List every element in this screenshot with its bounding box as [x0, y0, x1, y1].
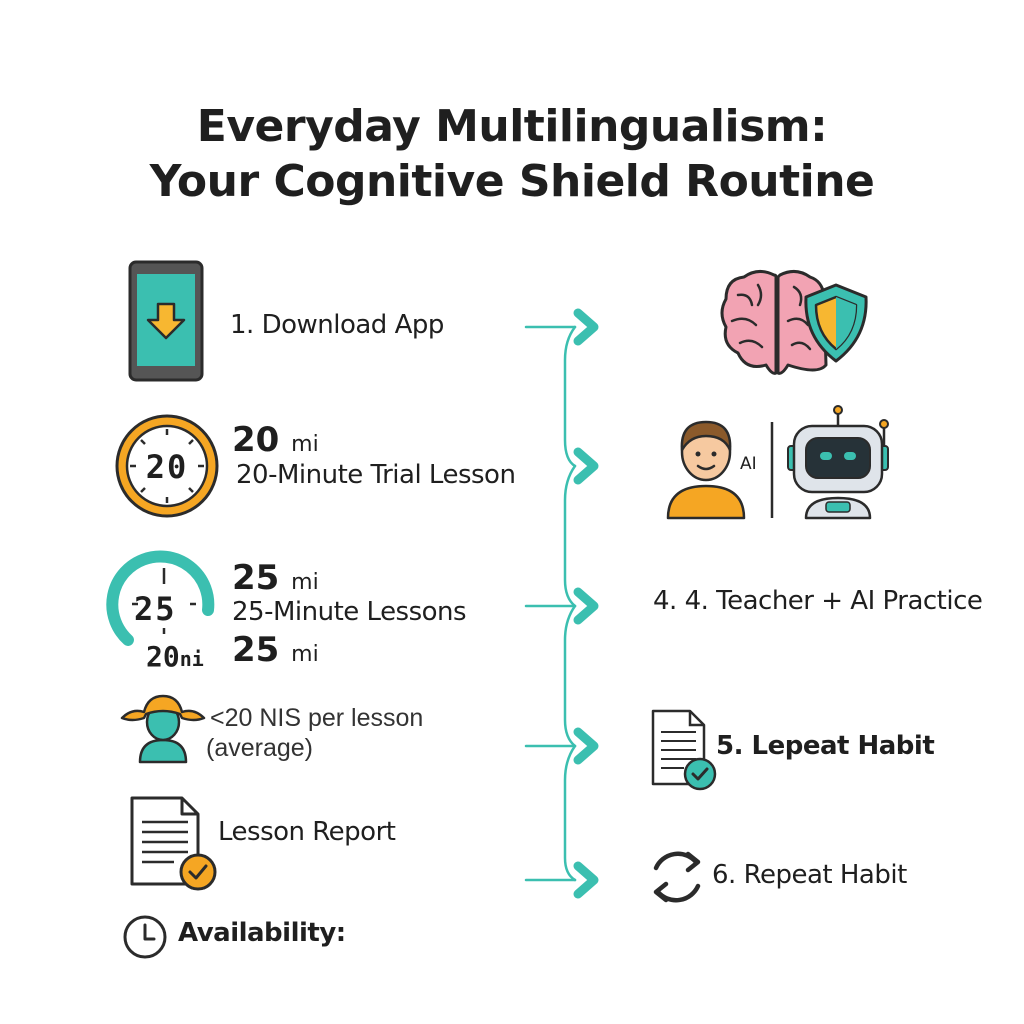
step-repeat-label: 6. Repeat Habit: [712, 860, 907, 890]
stopwatch-20-digits: 20: [145, 448, 189, 486]
step-report-label: Lesson Report: [218, 817, 396, 847]
lessons-duration-2-number: 25: [232, 630, 280, 670]
brain-shield-icon: [720, 270, 868, 375]
stopwatch-20-icon: [115, 414, 219, 518]
lessons-duration: 25 mi: [232, 558, 319, 598]
trial-duration-number: 20: [232, 420, 280, 460]
teacher-robot-icon: [666, 405, 889, 520]
ai-tag: AI: [740, 454, 757, 474]
page-title-line1: Everyday Multilingualism:: [196, 101, 828, 152]
timer-sub-unit: ni: [179, 647, 204, 671]
step-lessons-label: 25-Minute Lessons: [232, 597, 467, 627]
clock-icon: [123, 915, 167, 959]
repeat-cycle-icon: [653, 851, 701, 903]
lessons-duration-unit: mi: [291, 570, 319, 595]
step-lepeat-label: 5. Lepeat Habit: [716, 731, 935, 761]
habit-report-icon: [651, 709, 717, 791]
lessons-duration-2-unit: mi: [291, 642, 319, 667]
price-line2: (average): [206, 734, 313, 762]
price-line1: <20 NIS per lesson: [210, 704, 424, 732]
step-teacher-ai-label: 4. 4. Teacher + AI Practice: [653, 586, 983, 616]
step-trial-label: 20-Minute Trial Lesson: [236, 460, 516, 490]
availability-label: Availability:: [178, 918, 346, 948]
timer-sub-readout: 20ni: [146, 640, 204, 673]
lesson-report-icon: [130, 796, 217, 891]
trial-duration: 20 mi: [232, 420, 319, 460]
page-title-line2: Your Cognitive Shield Routine: [149, 156, 875, 207]
trial-duration-unit: mi: [291, 432, 319, 457]
lessons-duration-2: 25 mi: [232, 630, 319, 670]
timer-25-digits: 25: [134, 590, 177, 628]
person-icon: [120, 694, 206, 764]
step-download-label: 1. Download App: [230, 310, 444, 340]
timer-25-icon: [106, 550, 215, 646]
timer-sub-number: 20: [146, 640, 180, 673]
phone-download-icon: [128, 260, 204, 382]
lessons-duration-number: 25: [232, 558, 280, 598]
